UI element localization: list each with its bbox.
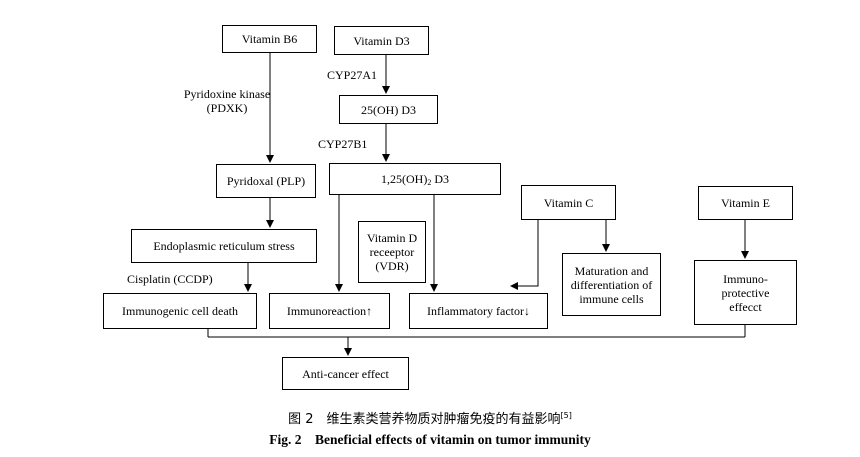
node-vitamin-d3: Vitamin D3 bbox=[334, 26, 429, 55]
node-immuno-protective: Immuno- protective effecct bbox=[694, 260, 797, 325]
node-25oh-d3: 25(OH) D3 bbox=[339, 95, 438, 124]
node-inflammatory-factor: Inflammatory factor↓ bbox=[409, 293, 548, 329]
node-vdr-line3: (VDR) bbox=[375, 259, 409, 273]
node-vitamin-e: Vitamin E bbox=[698, 186, 793, 220]
node-vitamin-b6: Vitamin B6 bbox=[222, 25, 317, 53]
figure-caption-cn-text: 图 2 维生素类营养物质对肿瘤免疫的有益影响 bbox=[288, 412, 561, 427]
node-maturation-line1: Maturation and bbox=[574, 263, 649, 278]
figure-caption-en: Fig. 2 Beneficial effects of vitamin on … bbox=[269, 432, 591, 447]
node-125-sub: 2 bbox=[427, 178, 432, 187]
node-pyridoxal: Pyridoxal (PLP) bbox=[216, 164, 316, 198]
node-vdr-line2: receeptor bbox=[369, 245, 415, 259]
node-vdr: Vitamin D receeptor (VDR) bbox=[358, 221, 426, 283]
node-25oh-d3-label: 25(OH) D3 bbox=[361, 102, 416, 117]
arrow-vitc-to-inflammatory bbox=[510, 220, 539, 290]
node-immunoreaction: Immunoreaction↑ bbox=[269, 293, 390, 329]
node-125-pre: 1,25(OH) bbox=[381, 172, 428, 186]
label-cyp27b1: CYP27B1 bbox=[318, 137, 368, 151]
node-vitamin-c: Vitamin C bbox=[521, 185, 616, 220]
label-cisplatin: Cisplatin (CCDP) bbox=[127, 272, 213, 286]
node-maturation: Maturation and differentiation of immune… bbox=[562, 253, 661, 316]
label-pdxk-line2: (PDXK) bbox=[206, 101, 248, 115]
label-pdxk-line1: Pyridoxine kinase bbox=[183, 87, 271, 101]
label-cyp27a1: CYP27A1 bbox=[327, 68, 378, 82]
node-125-post: D3 bbox=[431, 172, 449, 186]
figure-caption-ref: [5] bbox=[560, 411, 572, 420]
node-125oh2-d3-label: 1,25(OH)2 D3 bbox=[381, 172, 449, 187]
figure-caption-cn: 图 2 维生素类营养物质对肿瘤免疫的有益影响[5] bbox=[0, 408, 860, 428]
node-immuno-line3: effecct bbox=[729, 299, 762, 314]
node-anti-cancer-effect: Anti-cancer effect bbox=[282, 357, 409, 390]
node-maturation-line3: immune cells bbox=[579, 291, 644, 306]
node-er-stress: Endoplasmic reticulum stress bbox=[131, 229, 317, 263]
node-vdr-line1: Vitamin D bbox=[366, 231, 418, 245]
node-maturation-line2: differentiation of bbox=[570, 277, 653, 292]
node-immuno-line2: protective bbox=[721, 285, 770, 300]
label-pdxk: Pyridoxine kinase (PDXK) bbox=[160, 87, 294, 115]
node-immuno-line1: Immuno- bbox=[723, 271, 768, 286]
node-immunogenic-cell-death: Immunogenic cell death bbox=[103, 293, 257, 329]
node-125oh2-d3: 1,25(OH)2 D3 bbox=[329, 163, 501, 195]
